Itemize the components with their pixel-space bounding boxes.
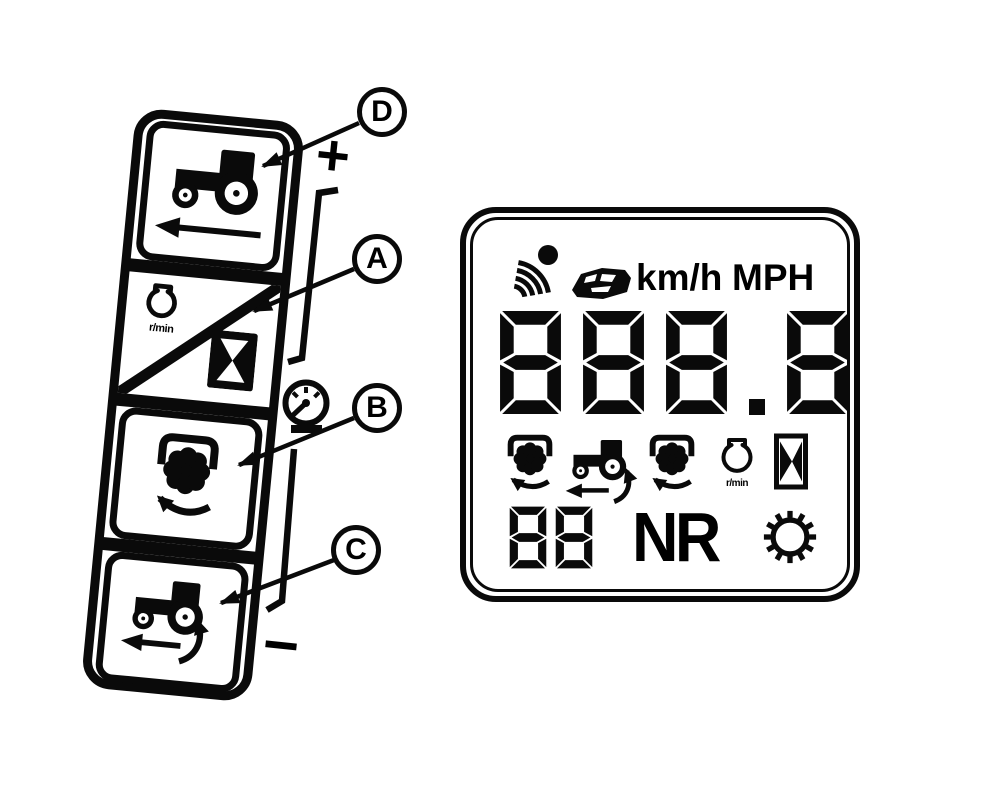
callout-c-label: C — [345, 533, 367, 566]
callout-d-label: D — [371, 95, 393, 128]
tractor-slip-icon — [120, 581, 209, 665]
hourglass-icon — [774, 433, 808, 490]
kmh-unit-label: km/h — [636, 257, 723, 298]
callout-b: B — [352, 383, 402, 433]
lcd-inner-frame — [470, 217, 850, 592]
hourglass-icon — [207, 329, 258, 392]
rotor-rotation-icon — [156, 433, 219, 516]
aux-value-display — [509, 506, 593, 569]
tractor-perspective-icon — [572, 268, 631, 299]
tractor-left-arrow-icon — [154, 149, 261, 239]
tractor-slip-icon — [565, 439, 638, 504]
plus-symbol: + — [312, 120, 354, 190]
callout-c: C — [331, 525, 381, 575]
sun-gear-icon — [763, 510, 817, 564]
rotor-rotation-icon — [507, 434, 553, 492]
pto-speed-symbol: r/min — [138, 279, 189, 337]
lcd-display: km/h MPH — [460, 207, 860, 602]
minus-symbol: − — [259, 609, 303, 682]
callout-b-label: B — [366, 391, 388, 424]
callout-d: D — [357, 87, 407, 137]
rotor-rotation-icon — [649, 434, 695, 492]
radar-ground-speed-icon — [513, 245, 558, 298]
pto-unit-label: r/min — [726, 478, 748, 489]
button-d-speed-increase[interactable] — [134, 119, 292, 273]
button-b-rotor-function[interactable] — [107, 406, 264, 552]
gear-indicator: NR — [632, 498, 721, 576]
gauge-icon — [282, 379, 330, 433]
section-a-display-mode: r/min — [117, 271, 281, 407]
mph-unit-label: MPH — [732, 257, 815, 298]
button-c-wheel-slip[interactable] — [94, 550, 251, 694]
callout-a-label: A — [366, 242, 388, 275]
main-speed-display — [499, 308, 849, 417]
pto-icon — [721, 438, 753, 473]
callout-a: A — [352, 234, 402, 284]
pto-speed-symbol: r/min — [711, 434, 763, 489]
control-button-panel: r/min — [80, 107, 306, 703]
pto-icon — [146, 283, 177, 319]
